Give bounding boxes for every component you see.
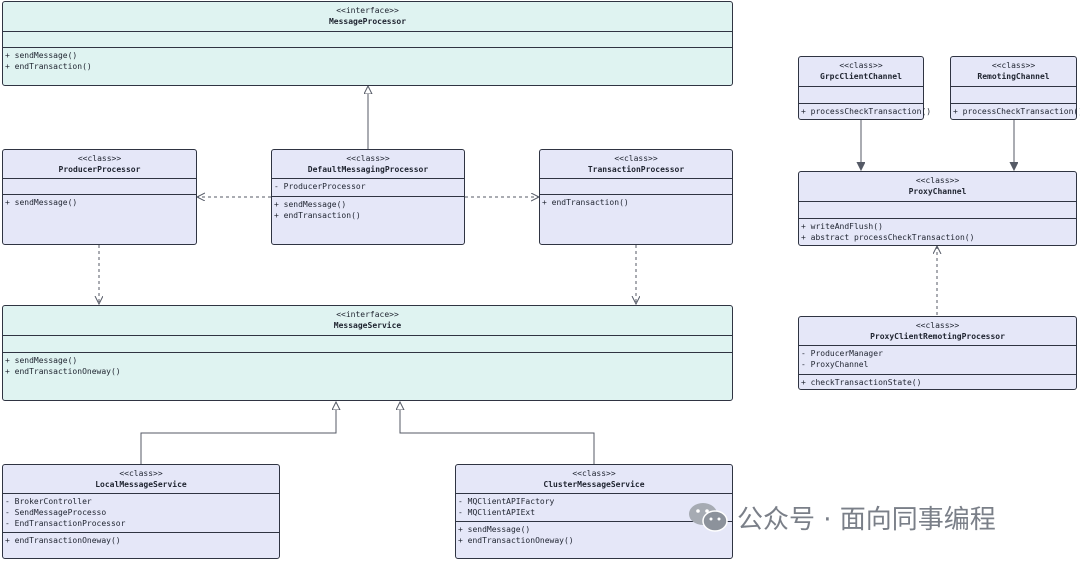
class-name: ProducerProcessor — [58, 165, 141, 174]
methods-section: + writeAndFlush() + abstract processChec… — [799, 218, 1076, 243]
methods-section: + endTransactionOneway() — [3, 532, 279, 546]
method-item: + processCheckTransaction() — [801, 107, 932, 116]
attributes-section — [3, 178, 196, 196]
stereotype-label: <<interface>> — [336, 6, 399, 15]
method-item: + checkTransactionState() — [801, 378, 922, 387]
methods-section: + sendMessage() + endTransaction() — [272, 196, 464, 221]
methods-section: + sendMessage() — [3, 194, 196, 208]
attributes-section: - MQClientAPIFactory - MQClientAPIExt — [456, 493, 732, 522]
method-item: + endTransactionOneway() — [458, 536, 574, 545]
method-item: + sendMessage() — [5, 51, 78, 60]
attribute-item: - ProducerProcessor — [274, 182, 366, 191]
attributes-section — [799, 86, 923, 104]
stereotype-label: <<class>> — [839, 61, 883, 70]
attributes-section: - ProducerManager - ProxyChannel — [799, 345, 1076, 374]
method-item: + endTransactionOneway() — [5, 536, 121, 545]
method-item: + endTransactionOneway() — [5, 367, 121, 376]
attribute-item: - ProducerManager — [801, 349, 883, 358]
class-name: MessageProcessor — [328, 17, 407, 26]
transaction-processor-box: <<class>> TransactionProcessor + endTran… — [539, 149, 733, 245]
stereotype-label: <<class>> — [572, 469, 616, 478]
attribute-item: - MQClientAPIFactory — [458, 497, 555, 506]
watermark: 公众号 · 面向同事编程 — [687, 499, 996, 535]
methods-section: + sendMessage() + endTransaction() — [3, 47, 732, 72]
method-item: + sendMessage() — [5, 198, 78, 207]
watermark-text: 公众号 · 面向同事编程 — [737, 504, 996, 535]
method-item: + processCheckTransaction() — [953, 107, 1080, 116]
methods-section: + sendMessage() + endTransactionOneway() — [456, 521, 732, 546]
class-name: LocalMessageService — [95, 480, 187, 489]
method-item: + endTransaction() — [274, 211, 361, 220]
producer-processor-box: <<class>> ProducerProcessor + sendMessag… — [2, 149, 197, 245]
methods-section: + sendMessage() + endTransactionOneway() — [3, 352, 732, 377]
attributes-section — [951, 86, 1076, 104]
attributes-section: - ProducerProcessor — [272, 178, 464, 196]
class-name: MessageService — [333, 321, 402, 330]
message-service-box: <<interface>> MessageService + sendMessa… — [2, 305, 733, 401]
method-item: + endTransaction() — [5, 62, 92, 71]
method-item: + sendMessage() — [458, 525, 531, 534]
class-name: RemotingChannel — [977, 72, 1050, 81]
stereotype-label: <<class>> — [915, 321, 960, 330]
stereotype-label: <<interface>> — [336, 310, 399, 319]
attributes-section — [799, 201, 1076, 219]
method-item: + sendMessage() — [274, 200, 347, 209]
stereotype-label: <<class>> — [614, 154, 658, 163]
attributes-section — [3, 31, 732, 49]
remoting-channel-box: <<class>> RemotingChannel + processCheck… — [950, 56, 1080, 120]
stereotype-label: <<class>> — [346, 154, 390, 163]
grpc-client-channel-box: <<class>> GrpcClientChannel + processChe… — [798, 56, 932, 120]
edge-local-to-messageservice — [140, 402, 336, 464]
method-item: + writeAndFlush() — [801, 222, 883, 231]
methods-section: + checkTransactionState() — [799, 374, 1076, 388]
proxy-channel-box: <<class>> ProxyChannel + writeAndFlush()… — [798, 171, 1077, 246]
method-item: + sendMessage() — [5, 356, 78, 365]
wechat-icon — [689, 503, 728, 532]
local-message-service-box: <<class>> LocalMessageService - BrokerCo… — [2, 464, 280, 559]
attribute-item: - EndTransactionProcessor — [5, 519, 126, 528]
message-processor-box: <<interface>> MessageProcessor + sendMes… — [2, 1, 733, 86]
methods-section: + processCheckTransaction() — [951, 103, 1080, 117]
methods-section: + endTransaction() — [540, 194, 732, 208]
attribute-item: - ProxyChannel — [801, 360, 869, 369]
class-name: DefaultMessagingProcessor — [307, 165, 429, 174]
method-item: + endTransaction() — [542, 198, 629, 207]
stereotype-label: <<class>> — [915, 176, 960, 185]
attribute-item: - SendMessageProcesso — [5, 508, 107, 517]
stereotype-label: <<class>> — [77, 154, 122, 163]
attribute-item: - BrokerController — [5, 497, 92, 506]
class-name: ProxyClientRemotingProcessor — [870, 332, 1005, 341]
cluster-message-service-box: <<class>> ClusterMessageService - MQClie… — [455, 464, 733, 559]
attributes-section — [540, 178, 732, 196]
class-name: ProxyChannel — [908, 187, 967, 196]
stereotype-label: <<class>> — [119, 469, 163, 478]
edge-cluster-to-messageservice — [400, 402, 595, 464]
stereotype-label: <<class>> — [991, 61, 1036, 70]
class-name: ClusterMessageService — [543, 480, 645, 489]
attribute-item: - MQClientAPIExt — [458, 508, 536, 517]
proxy-client-remoting-processor-box: <<class>> ProxyClientRemotingProcessor -… — [798, 316, 1077, 390]
default-messaging-processor-box: <<class>> DefaultMessagingProcessor - Pr… — [271, 149, 465, 245]
class-name: TransactionProcessor — [587, 165, 685, 174]
method-item: + abstract processCheckTransaction() — [801, 233, 975, 242]
attributes-section: - BrokerController - SendMessageProcesso… — [3, 493, 279, 534]
class-name: GrpcClientChannel — [820, 72, 902, 81]
attributes-section — [3, 335, 732, 353]
methods-section: + processCheckTransaction() — [799, 103, 932, 117]
